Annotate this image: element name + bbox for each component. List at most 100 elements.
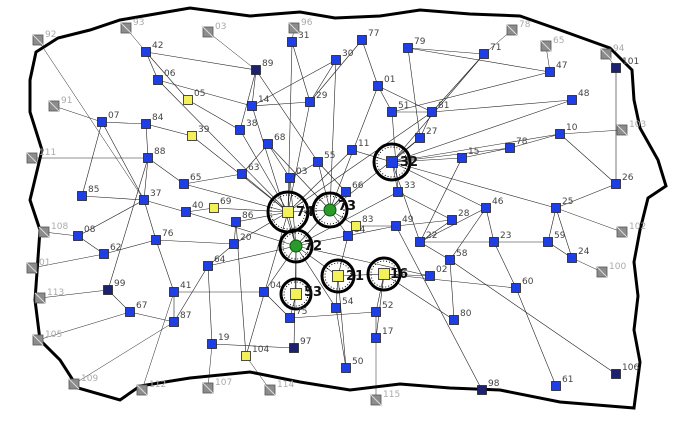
node-68[interactable]: 68	[263, 133, 286, 149]
node-97[interactable]: 97	[289, 337, 312, 353]
node-51[interactable]: 51	[387, 101, 410, 117]
external-node-102[interactable]: 102	[616, 222, 646, 238]
external-node-91[interactable]: 91	[48, 96, 72, 112]
node-30[interactable]: 30	[331, 49, 354, 65]
node-20[interactable]: 20	[229, 233, 252, 249]
node-78[interactable]: 78	[505, 137, 528, 153]
external-node-109[interactable]: 109	[68, 374, 98, 390]
external-node-03[interactable]: 03	[202, 22, 226, 38]
node-48[interactable]: 48	[567, 89, 590, 105]
external-node-78[interactable]: 78	[506, 20, 531, 36]
external-node-01[interactable]: 01	[26, 258, 50, 274]
node-77[interactable]: 77	[357, 29, 380, 45]
node-19[interactable]: 19	[207, 333, 230, 349]
node-83[interactable]: 83	[351, 215, 374, 231]
external-node-93[interactable]: 93	[120, 18, 144, 34]
node-66[interactable]: 66	[341, 181, 364, 197]
node-101[interactable]: 101	[611, 57, 640, 73]
node-98[interactable]: 98	[477, 379, 500, 395]
node-25[interactable]: 25	[551, 197, 574, 213]
node-79[interactable]: 79	[403, 37, 426, 53]
node-15[interactable]: 15	[457, 147, 480, 163]
node-07[interactable]: 07	[97, 111, 120, 127]
node-38[interactable]: 38	[235, 119, 258, 135]
node-05[interactable]: 05	[183, 89, 206, 105]
external-node-103[interactable]: 103	[616, 120, 646, 136]
node-04[interactable]: 04	[259, 281, 282, 297]
node-24[interactable]: 24	[567, 247, 590, 263]
node-06[interactable]: 06	[153, 69, 176, 85]
node-72[interactable]: 72	[289, 239, 322, 254]
node-52[interactable]: 52	[371, 301, 394, 317]
node-14[interactable]: 14	[247, 95, 270, 111]
node-01[interactable]: 01	[373, 75, 396, 91]
node-26[interactable]: 26	[611, 173, 634, 189]
external-node-115[interactable]: 115	[370, 390, 400, 406]
node-53[interactable]: 53	[290, 285, 323, 300]
node-08[interactable]: 08	[73, 225, 96, 241]
node-59[interactable]: 59	[543, 231, 566, 247]
external-node-112[interactable]: 112	[136, 380, 166, 396]
external-node-105[interactable]: 105	[32, 330, 62, 346]
node-99[interactable]: 99	[103, 279, 126, 295]
node-10[interactable]: 10	[555, 123, 578, 139]
node-39[interactable]: 39	[187, 125, 210, 141]
node-02[interactable]: 02	[425, 265, 448, 281]
node-50[interactable]: 50	[341, 357, 364, 373]
node-61[interactable]: 61	[551, 375, 574, 391]
node-16[interactable]: 16	[378, 267, 409, 282]
node-106[interactable]: 106	[611, 363, 640, 379]
node-80[interactable]: 80	[449, 309, 472, 325]
node-54[interactable]: 54	[331, 297, 354, 313]
node-21[interactable]: 21	[332, 269, 365, 284]
node-85[interactable]: 85	[77, 185, 100, 201]
external-node-65[interactable]: 65	[540, 36, 564, 52]
node-69[interactable]: 69	[209, 197, 232, 213]
node-87[interactable]: 87	[169, 311, 192, 327]
node-49[interactable]: 49	[391, 215, 414, 231]
node-47[interactable]: 47	[545, 61, 568, 77]
node-32[interactable]: 32	[386, 155, 419, 170]
external-node-107[interactable]: 107	[202, 378, 232, 394]
node-63[interactable]: 63	[237, 163, 260, 179]
node-37[interactable]: 37	[139, 189, 162, 205]
node-86[interactable]: 86	[231, 211, 254, 227]
node-58[interactable]: 58	[445, 249, 468, 265]
external-node-92[interactable]: 92	[32, 30, 56, 46]
external-node-96[interactable]: 96	[288, 18, 313, 34]
node-28[interactable]: 28	[447, 209, 470, 225]
node-40[interactable]: 40	[181, 201, 204, 217]
node-76[interactable]: 76	[151, 229, 174, 245]
node-33[interactable]: 33	[393, 181, 416, 197]
node-67[interactable]: 67	[125, 301, 148, 317]
node-71[interactable]: 71	[479, 43, 502, 59]
node-60[interactable]: 60	[511, 277, 534, 293]
node-74[interactable]: 74	[282, 205, 315, 220]
external-node-113[interactable]: 113	[34, 288, 64, 304]
node-41[interactable]: 41	[169, 281, 192, 297]
node-64[interactable]: 64	[203, 255, 226, 271]
node-65[interactable]: 65	[179, 173, 202, 189]
external-node-114[interactable]: 114	[264, 380, 294, 396]
node-46[interactable]: 46	[481, 197, 504, 213]
node-73[interactable]: 73	[323, 199, 356, 217]
node-23[interactable]: 23	[489, 231, 512, 247]
node-03[interactable]: 03	[285, 167, 308, 183]
node-81[interactable]: 81	[427, 101, 450, 117]
node-27[interactable]: 27	[415, 127, 438, 143]
node-42[interactable]: 42	[141, 41, 164, 57]
node-55[interactable]: 55	[313, 151, 336, 167]
node-29[interactable]: 29	[305, 91, 328, 107]
external-node-111[interactable]: 111	[26, 148, 56, 164]
node-75[interactable]: 75	[285, 307, 308, 323]
node-88[interactable]: 88	[143, 147, 166, 163]
node-31[interactable]: 31	[287, 31, 310, 47]
node-84[interactable]: 84	[141, 113, 164, 129]
external-node-100[interactable]: 100	[596, 262, 626, 278]
node-62[interactable]: 62	[99, 243, 122, 259]
node-104[interactable]: 104	[241, 345, 270, 361]
node-11[interactable]: 11	[347, 139, 370, 155]
external-node-94[interactable]: 94	[600, 44, 625, 60]
node-89[interactable]: 89	[251, 59, 274, 75]
node-22[interactable]: 22	[415, 231, 438, 247]
